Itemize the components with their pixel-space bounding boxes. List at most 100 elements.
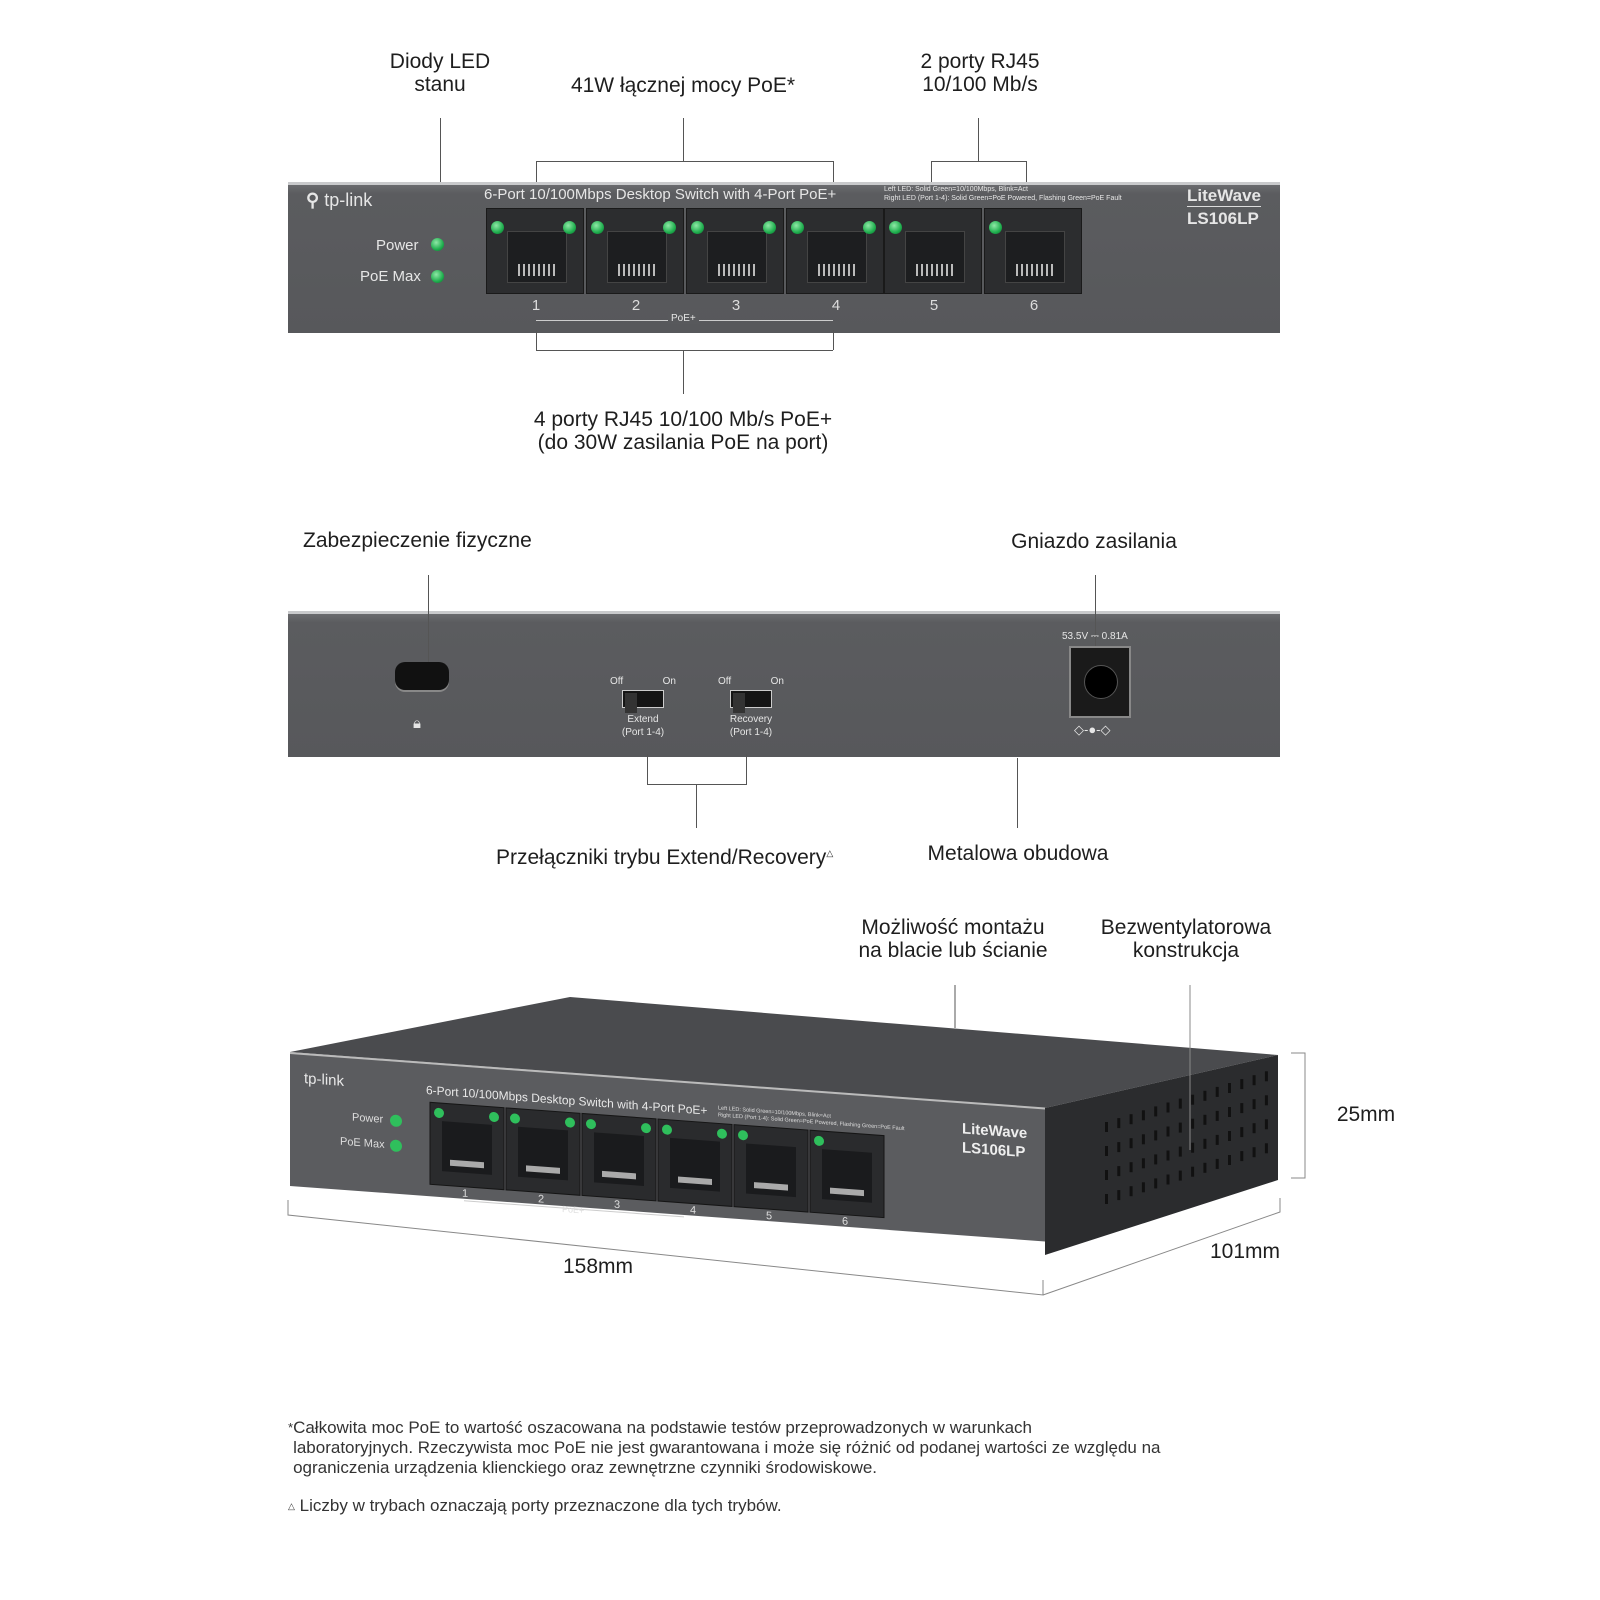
rj45-port-2 xyxy=(505,1107,581,1196)
vent-slot xyxy=(1129,1186,1133,1197)
vent-slot xyxy=(1105,1170,1108,1180)
vent-slot xyxy=(1141,1158,1145,1169)
led-legend-2: Right LED (Port 1-4): Solid Green=PoE Po… xyxy=(884,195,1122,202)
switch-off-label: Off xyxy=(718,676,732,687)
vent-slot xyxy=(1203,1162,1207,1173)
vent-slot xyxy=(1129,1162,1133,1173)
rj45-port-6 xyxy=(984,208,1082,294)
vent-slot xyxy=(1215,1086,1219,1097)
poe-group-label: PoE+ xyxy=(562,1204,584,1216)
vent-slot xyxy=(1252,1147,1256,1158)
switch-ports: (Port 1-4) xyxy=(729,727,773,738)
top-face xyxy=(290,997,1278,1108)
vent-slots xyxy=(1105,1071,1268,1204)
power-led xyxy=(431,238,444,251)
vent-slot xyxy=(1154,1130,1158,1141)
callout-rj45-2: 2 porty RJ45 10/100 Mb/s xyxy=(920,50,1040,96)
vent-slot xyxy=(1141,1182,1145,1193)
leader-line xyxy=(428,575,429,685)
vent-slot xyxy=(1178,1146,1182,1157)
vent-slot xyxy=(1191,1094,1195,1105)
leader-line xyxy=(931,161,1026,162)
power-jack xyxy=(1069,646,1131,718)
rj45-port-1 xyxy=(486,208,584,294)
poe-group-label: PoE+ xyxy=(668,313,699,324)
callout-security: Zabezpieczenie fizyczne xyxy=(303,529,532,552)
front-panel xyxy=(288,182,1280,333)
leader-line xyxy=(1095,575,1096,665)
leader-line xyxy=(683,350,684,394)
vent-slot xyxy=(1203,1114,1207,1125)
vent-slot xyxy=(1228,1155,1231,1165)
vent-slot xyxy=(1178,1170,1182,1181)
footnote-poe: *Całkowita moc PoE to wartość oszacowana… xyxy=(288,1418,1161,1477)
leader-line xyxy=(683,118,684,162)
vent-slot xyxy=(1141,1134,1145,1145)
vent-slot xyxy=(1215,1110,1219,1121)
link-led xyxy=(691,221,704,234)
vent-slot xyxy=(1228,1107,1231,1117)
link-led xyxy=(510,1113,520,1124)
port-number: 6 xyxy=(842,1216,848,1228)
leader-line xyxy=(647,784,747,785)
vent-slot xyxy=(1240,1151,1244,1162)
brand-text: tp-link xyxy=(324,190,373,210)
poemax-led-label: PoE Max xyxy=(360,268,421,285)
vent-slot xyxy=(1117,1142,1121,1153)
height-label: 25mm xyxy=(1336,1103,1396,1126)
vent-slot xyxy=(1129,1138,1133,1149)
leader-line xyxy=(978,118,979,162)
leader-line xyxy=(696,784,697,828)
switch-ports: (Port 1-4) xyxy=(621,727,665,738)
vent-slot xyxy=(1191,1166,1195,1177)
litewave-logo: LiteWave xyxy=(962,1120,1027,1142)
switch-name: Recovery xyxy=(729,714,773,725)
vent-slot xyxy=(1252,1123,1256,1134)
switch-off-label: Off xyxy=(610,676,624,687)
leader-line xyxy=(746,754,747,784)
link-led xyxy=(889,221,902,234)
width-label: 158mm xyxy=(562,1255,634,1278)
vent-slot xyxy=(1203,1138,1207,1149)
back-panel xyxy=(288,611,1280,757)
brand-text: tp-link xyxy=(304,1070,344,1090)
port-number: 1 xyxy=(462,1188,468,1200)
power-led-label: Power xyxy=(352,1112,383,1126)
power-led-label: Power xyxy=(376,237,419,254)
vent-slot xyxy=(1215,1134,1219,1145)
lock-icon: 🔒︎ xyxy=(413,715,421,732)
front-face: tp-link 6-Port 10/100Mbps Desktop Switch… xyxy=(290,1052,1045,1242)
rj45-port-3 xyxy=(581,1112,657,1202)
litewave-logo: LiteWave xyxy=(1187,186,1262,207)
vent-slot xyxy=(1203,1090,1207,1101)
tp-link-logo: ⚲ tp-link xyxy=(306,190,373,210)
port-number: 4 xyxy=(690,1204,696,1216)
device-title: 6-Port 10/100Mbps Desktop Switch with 4-… xyxy=(484,186,837,203)
poe-led xyxy=(489,1111,499,1122)
switch-toggle[interactable] xyxy=(622,690,664,713)
rj45-port-2 xyxy=(586,208,684,294)
leader-line xyxy=(440,118,441,243)
poe-led xyxy=(663,221,676,234)
poe-led xyxy=(717,1128,727,1139)
switch-toggle[interactable] xyxy=(730,690,772,713)
vent-slot xyxy=(1252,1075,1256,1086)
port-number: 5 xyxy=(766,1210,772,1222)
vent-slot xyxy=(1240,1103,1244,1114)
vent-slot xyxy=(1264,1095,1268,1106)
power-led xyxy=(390,1114,402,1127)
poemax-led-label: PoE Max xyxy=(340,1136,385,1151)
vent-slot xyxy=(1117,1190,1121,1201)
leader-line xyxy=(931,161,932,191)
callout-status-leds: Diody LED stanu xyxy=(389,50,491,96)
rj45-port-4 xyxy=(657,1118,733,1207)
vent-slot xyxy=(1129,1114,1133,1125)
port-number: 3 xyxy=(731,297,741,314)
rj45-port-5 xyxy=(884,208,982,294)
link-led xyxy=(989,221,1002,234)
side-face xyxy=(1045,1055,1278,1255)
